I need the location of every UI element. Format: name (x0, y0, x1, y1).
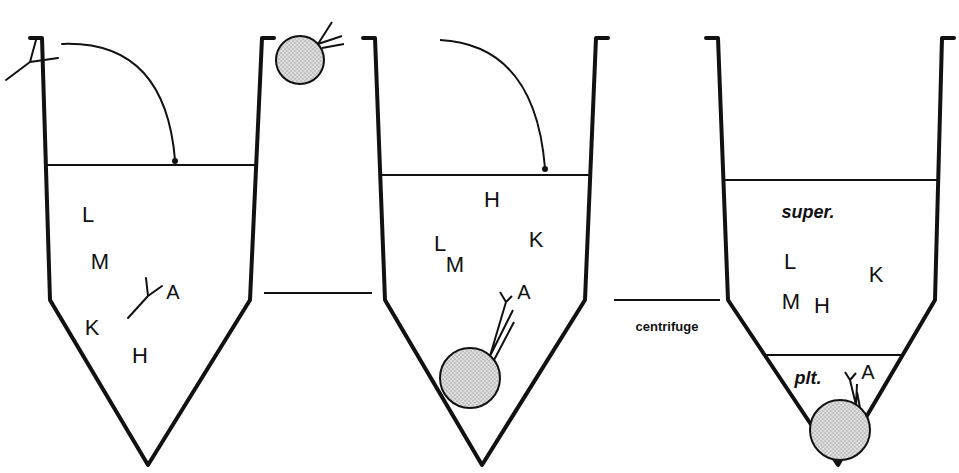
step-line (264, 292, 372, 294)
arrow-end (543, 167, 547, 171)
molecule-letter: M (91, 251, 109, 273)
antibody-symbol (128, 278, 162, 318)
molecule-letter: A (861, 362, 874, 382)
bead-antibody (845, 372, 860, 408)
bead-symbol (440, 348, 500, 408)
molecule-letter: K (869, 264, 884, 286)
molecule-letter: H (814, 295, 830, 317)
step-line (614, 299, 720, 301)
addition-arrow (62, 44, 175, 160)
liquid-level (723, 179, 938, 181)
section-label: plt. (795, 369, 822, 387)
section-label: super. (781, 203, 834, 221)
molecule-letter: K (85, 317, 100, 339)
bead-symbol (276, 36, 324, 84)
tube-outline (363, 38, 608, 465)
antibody-symbol (6, 40, 58, 80)
molecule-letter: L (434, 233, 446, 255)
molecule-letter: K (529, 229, 544, 251)
liquid-level (46, 164, 257, 166)
molecule-letter: H (484, 189, 500, 211)
section-label: centrifuge (636, 320, 699, 333)
arrow-end (173, 159, 177, 163)
bead-antibody (490, 292, 514, 360)
molecule-letter: M (446, 254, 464, 276)
liquid-level (380, 174, 591, 176)
tube-outline (706, 38, 954, 465)
molecule-letter: A (517, 282, 530, 302)
molecule-letter: A (166, 282, 179, 302)
addition-arrow (440, 40, 545, 168)
molecule-letter: M (782, 291, 800, 313)
tube-outline (30, 38, 274, 465)
molecule-letter: H (132, 345, 148, 367)
molecule-letter: L (784, 251, 796, 273)
bead-antibody (318, 22, 344, 48)
bead-symbol (810, 400, 870, 460)
pellet-boundary (765, 354, 903, 356)
molecule-letter: L (82, 204, 94, 226)
